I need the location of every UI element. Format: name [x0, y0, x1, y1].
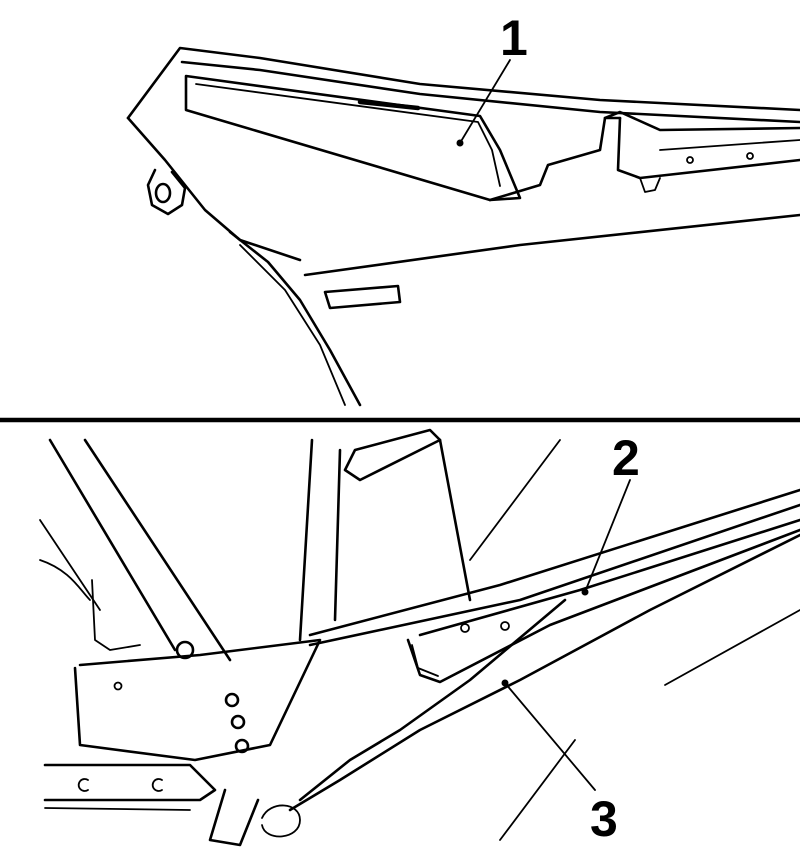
cover-hole-1 — [460, 623, 470, 633]
body-curve — [228, 230, 362, 407]
floor-slot-2 — [151, 778, 163, 792]
recessed-panel-inner — [195, 83, 501, 187]
top-panel: 1 — [126, 10, 800, 407]
cover-piece-inner — [411, 644, 439, 677]
bracket-hole-1 — [224, 692, 240, 708]
right-block-detail — [659, 139, 800, 151]
recessed-panel-outline — [184, 74, 522, 202]
bottom-clamp — [208, 788, 260, 847]
leader-dot-1 — [456, 139, 464, 147]
bottom-clamp-loop — [261, 804, 301, 838]
mounting-hole — [154, 182, 172, 204]
side-marker-lamp — [323, 284, 402, 310]
pillar-bracket — [343, 428, 442, 482]
leader-dot-3 — [501, 679, 509, 687]
right-block-lower — [616, 116, 800, 180]
window-ledge-bottom — [308, 503, 800, 647]
leader-line-3 — [504, 682, 596, 791]
floor-rail — [43, 763, 217, 802]
bracket-panel — [73, 638, 322, 762]
callout-2: 2 — [612, 430, 640, 486]
left-strut-c — [39, 519, 101, 611]
bracket-rivet — [113, 681, 123, 691]
right-block-edge — [639, 177, 661, 193]
callout-3: 3 — [590, 791, 618, 847]
floor-rail-lower — [44, 807, 191, 811]
bracket-pivot — [175, 640, 195, 660]
left-strut-a — [48, 438, 177, 652]
right-block-rivet-2 — [746, 152, 754, 160]
window-ledge-top — [308, 488, 800, 637]
bracket-hole-2 — [230, 714, 246, 730]
body-curve-inner — [239, 244, 346, 406]
floor-slot-1 — [77, 778, 89, 792]
right-block-rivet-1 — [686, 156, 694, 164]
trim-inner-edge — [180, 60, 800, 124]
bottom-panel: 2 3 — [39, 428, 800, 847]
panel-shadow — [357, 99, 421, 111]
left-hose — [91, 579, 141, 651]
leader-dot-2 — [581, 588, 589, 596]
door-curve — [288, 533, 800, 812]
left-hose-2 — [39, 559, 91, 601]
pillar-upright — [438, 438, 472, 602]
pillar-right — [333, 448, 342, 622]
pillar-diagonal — [469, 439, 561, 561]
molding-strip-2 — [418, 518, 800, 637]
trim-outer-edge — [126, 46, 800, 120]
door-seam — [499, 739, 576, 841]
fender-line — [303, 213, 800, 277]
bracket-hole-3 — [234, 738, 250, 754]
mounting-tab — [146, 168, 187, 216]
trim-step-profile — [488, 116, 622, 202]
callout-1: 1 — [500, 10, 528, 66]
trim-lower-sweep — [126, 116, 302, 262]
left-strut-b — [83, 438, 232, 662]
leader-line-1 — [459, 59, 511, 144]
pillar-left — [298, 438, 314, 642]
cover-hole-2 — [500, 621, 510, 631]
door-detail-line — [664, 609, 800, 686]
leader-line-2 — [584, 479, 631, 593]
right-block — [603, 110, 800, 132]
door-lower-curve — [298, 598, 567, 802]
